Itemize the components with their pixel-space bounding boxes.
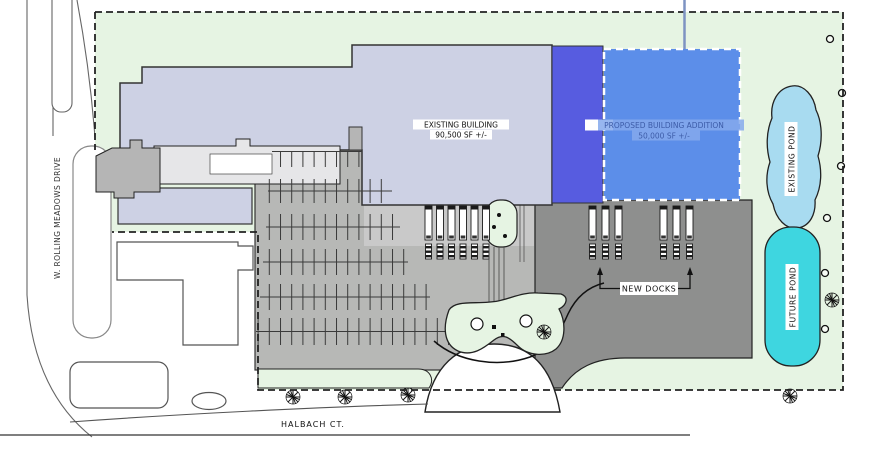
dock-truck [459, 205, 467, 260]
dock-truck [447, 205, 456, 260]
dock-truck [601, 205, 610, 260]
parking-rows [256, 151, 468, 345]
proposed-addition-label: PROPOSED BUILDING ADDITION 50,000 SF +/- [585, 119, 744, 141]
building-bump [348, 126, 363, 151]
west-drive-strip [72, 145, 112, 339]
dock-truck [685, 205, 694, 260]
entry-drive [424, 343, 561, 413]
callout-arrow-left [599, 271, 620, 290]
dock-truck [482, 205, 490, 260]
building-south-wing [117, 187, 253, 225]
svg-text:PROPOSED BUILDING ADDITION: PROPOSED BUILDING ADDITION [604, 121, 724, 130]
svg-text:FUTURE POND: FUTURE POND [789, 267, 798, 328]
tree-icon [470, 317, 484, 331]
tree-icon [837, 88, 847, 98]
tree-icon [285, 389, 301, 405]
dock-truck [659, 205, 668, 260]
street-west-edge [26, 0, 93, 438]
tree-icon [822, 213, 832, 223]
existing-building-label: EXISTING BUILDING 90,500 SF +/- [413, 119, 509, 140]
dock-truck [424, 205, 433, 260]
neighbor-oval [191, 391, 227, 411]
street-south-label: HALBACH CT. [281, 420, 345, 429]
svg-text:EXISTING BUILDING: EXISTING BUILDING [424, 121, 498, 130]
svg-text:90,500 SF +/-: 90,500 SF +/- [435, 131, 487, 140]
tree-icon [782, 388, 798, 404]
street-south-north-edge [69, 403, 429, 423]
dock-truck [436, 205, 444, 260]
future-pond-label: FUTURE POND [785, 264, 799, 330]
callout-arrow-right [678, 271, 691, 290]
street-median-island [51, 0, 73, 113]
tree-icon [824, 292, 840, 308]
tree-icon [337, 389, 353, 405]
street-south: HALBACH CT. [0, 403, 690, 436]
dock-island [485, 199, 518, 248]
new-docks-group-1 [588, 205, 623, 260]
tree-icon [820, 324, 830, 334]
street-west-east-edge [76, 0, 96, 139]
svg-text:50,000 SF +/-: 50,000 SF +/- [638, 132, 690, 141]
existing-pond-label: EXISTING POND [784, 122, 798, 196]
tree-icon [536, 324, 552, 340]
street-west-label: W. ROLLING MEADOWS DRIVE [53, 157, 62, 279]
entrance-vestibule [95, 139, 161, 199]
property-boundary [94, 11, 844, 391]
curb-lines [519, 205, 525, 262]
landscape-strip [257, 368, 432, 389]
walkway-lines [488, 247, 505, 305]
dock-truck [470, 205, 479, 260]
neighbor-building-l [116, 241, 254, 346]
svg-text:EXISTING POND: EXISTING POND [788, 125, 797, 192]
dock-truck [614, 205, 623, 260]
entrance-inner [209, 153, 273, 175]
tree-icon [820, 268, 830, 278]
entry-island [444, 292, 567, 355]
neighbor-structures [69, 241, 254, 411]
svg-text:NEW DOCKS: NEW DOCKS [622, 285, 676, 294]
tree-icon [519, 314, 533, 328]
dock-island-dots [492, 213, 507, 238]
entry-island-trees [470, 314, 552, 340]
island-marker [501, 333, 505, 337]
dock-truck [588, 205, 597, 260]
island-marker [492, 325, 496, 329]
tree-icon [825, 34, 835, 44]
street-west [26, 0, 96, 438]
neighbor-building-south [69, 361, 169, 409]
new-docks-group-2 [659, 205, 694, 260]
new-docks-callout: NEW DOCKS [597, 267, 693, 295]
new-docks-label-box [620, 282, 678, 295]
dock-truck [672, 205, 681, 260]
